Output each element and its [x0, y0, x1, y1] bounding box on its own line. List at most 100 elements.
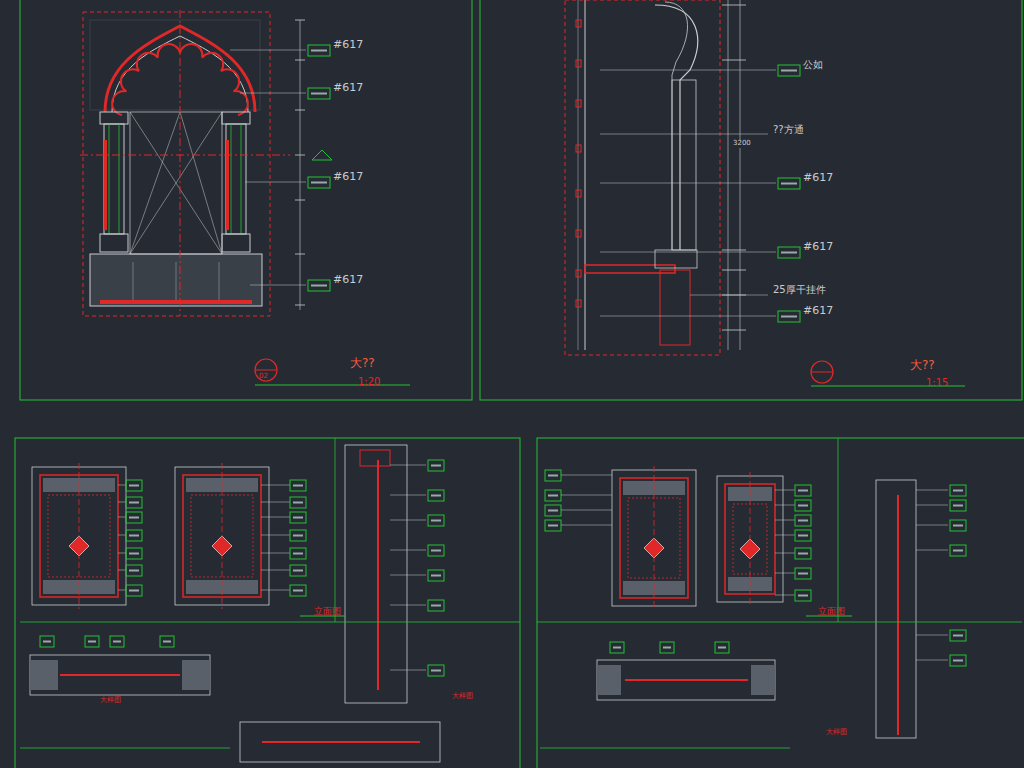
center-line: [222, 463, 223, 609]
material-tag: [308, 45, 330, 56]
door-leaf: [897, 495, 899, 735]
callout-text: 25厚干挂件: [773, 284, 826, 295]
dimension-tick: [295, 305, 305, 306]
material-tag: [610, 642, 624, 653]
wall-hatch: [597, 665, 621, 695]
column-base: [100, 234, 128, 252]
dimension-tick: [295, 200, 305, 201]
sheet-frame: [537, 438, 1024, 768]
plan-section: [597, 660, 775, 700]
column-capital: [100, 112, 128, 124]
cad-line: [916, 635, 948, 636]
column-accent: [226, 140, 229, 230]
dimension-tick: [722, 60, 746, 61]
cad-line: [390, 670, 426, 671]
material-tag: [545, 520, 561, 531]
plan-section: [240, 722, 440, 762]
callout-text: #617: [333, 274, 363, 286]
scale-text: 1:15: [926, 377, 948, 388]
dimension-tick: [722, 250, 746, 251]
callout-text: #617: [803, 241, 833, 253]
wall-hatch: [30, 660, 58, 690]
tag-text-mark: [548, 495, 558, 497]
level-mark: [312, 150, 332, 160]
base-section: [655, 250, 697, 268]
material-tag: [795, 500, 811, 511]
tag-text-mark: [781, 316, 797, 318]
dimension-tick: [295, 155, 305, 156]
cad-line: [118, 570, 126, 571]
tag-text-mark: [431, 670, 441, 672]
cad-line: [118, 590, 126, 591]
cad-line: [916, 505, 948, 506]
tag-text-mark: [953, 525, 963, 527]
scale-text: 1:20: [358, 376, 380, 387]
cad-line: [561, 475, 612, 476]
material-tag: [308, 177, 330, 188]
material-tag: [290, 565, 306, 576]
tag-text-mark: [613, 647, 621, 649]
material-tag: [950, 500, 966, 511]
cad-line: [540, 748, 790, 749]
cad-line: [261, 502, 290, 503]
material-tag: [126, 548, 142, 559]
tag-text-mark: [798, 505, 808, 507]
center-line: [79, 463, 80, 609]
material-tag: [660, 642, 674, 653]
tag-text-mark: [548, 475, 558, 477]
leader-line: [240, 93, 306, 94]
material-tag: [428, 460, 444, 471]
cad-line: [916, 550, 948, 551]
column-base: [222, 234, 250, 252]
material-tag: [795, 568, 811, 579]
title-underline: [255, 385, 410, 386]
tag-text-mark: [798, 490, 808, 492]
material-tag: [40, 636, 54, 647]
material-tag: [290, 480, 306, 491]
callout-text: ??方通: [773, 124, 804, 135]
material-tag: [110, 636, 124, 647]
plan-section: [30, 655, 210, 695]
dimension-tick: [295, 20, 305, 21]
leader-line: [600, 70, 776, 71]
callout-text: 3200: [733, 140, 751, 148]
tag-text-mark: [953, 550, 963, 552]
material-tag: [290, 530, 306, 541]
cad-line: [390, 495, 426, 496]
cad-line: [119, 124, 120, 234]
material-tag: [950, 655, 966, 666]
cad-line: [261, 553, 290, 554]
stone-slab: [585, 265, 675, 273]
cad-line: [133, 262, 134, 300]
cad-line: [118, 517, 126, 518]
tag-text-mark: [431, 465, 441, 467]
material-tag: [85, 636, 99, 647]
leader-line: [600, 252, 776, 253]
cad-line: [775, 520, 795, 521]
tag-text-mark: [311, 50, 327, 52]
tag-text-mark: [129, 570, 139, 572]
sheet-frame: [480, 0, 1022, 400]
wall-block: [90, 20, 260, 110]
cad-line: [561, 525, 612, 526]
callout-text: 公如: [803, 59, 823, 70]
material-tag: [126, 512, 142, 523]
dimension-tick: [722, 330, 746, 331]
callout-text: #617: [333, 39, 363, 51]
callout-text: #617: [803, 172, 833, 184]
cad-line: [20, 622, 520, 623]
sheet-frame: [20, 0, 472, 400]
anchor-bolt: [576, 190, 581, 197]
drawing-title: 大??: [350, 357, 375, 370]
tag-text-mark: [163, 641, 171, 643]
tag-text-mark: [548, 525, 558, 527]
material-tag: [545, 470, 561, 481]
cad-line: [241, 124, 242, 234]
tag-text-mark: [293, 570, 303, 572]
cad-line: [775, 535, 795, 536]
callout-text: 立面图: [818, 607, 845, 617]
base-section: [660, 270, 690, 345]
anchor-bolt: [576, 300, 581, 307]
base-block: [90, 254, 262, 306]
